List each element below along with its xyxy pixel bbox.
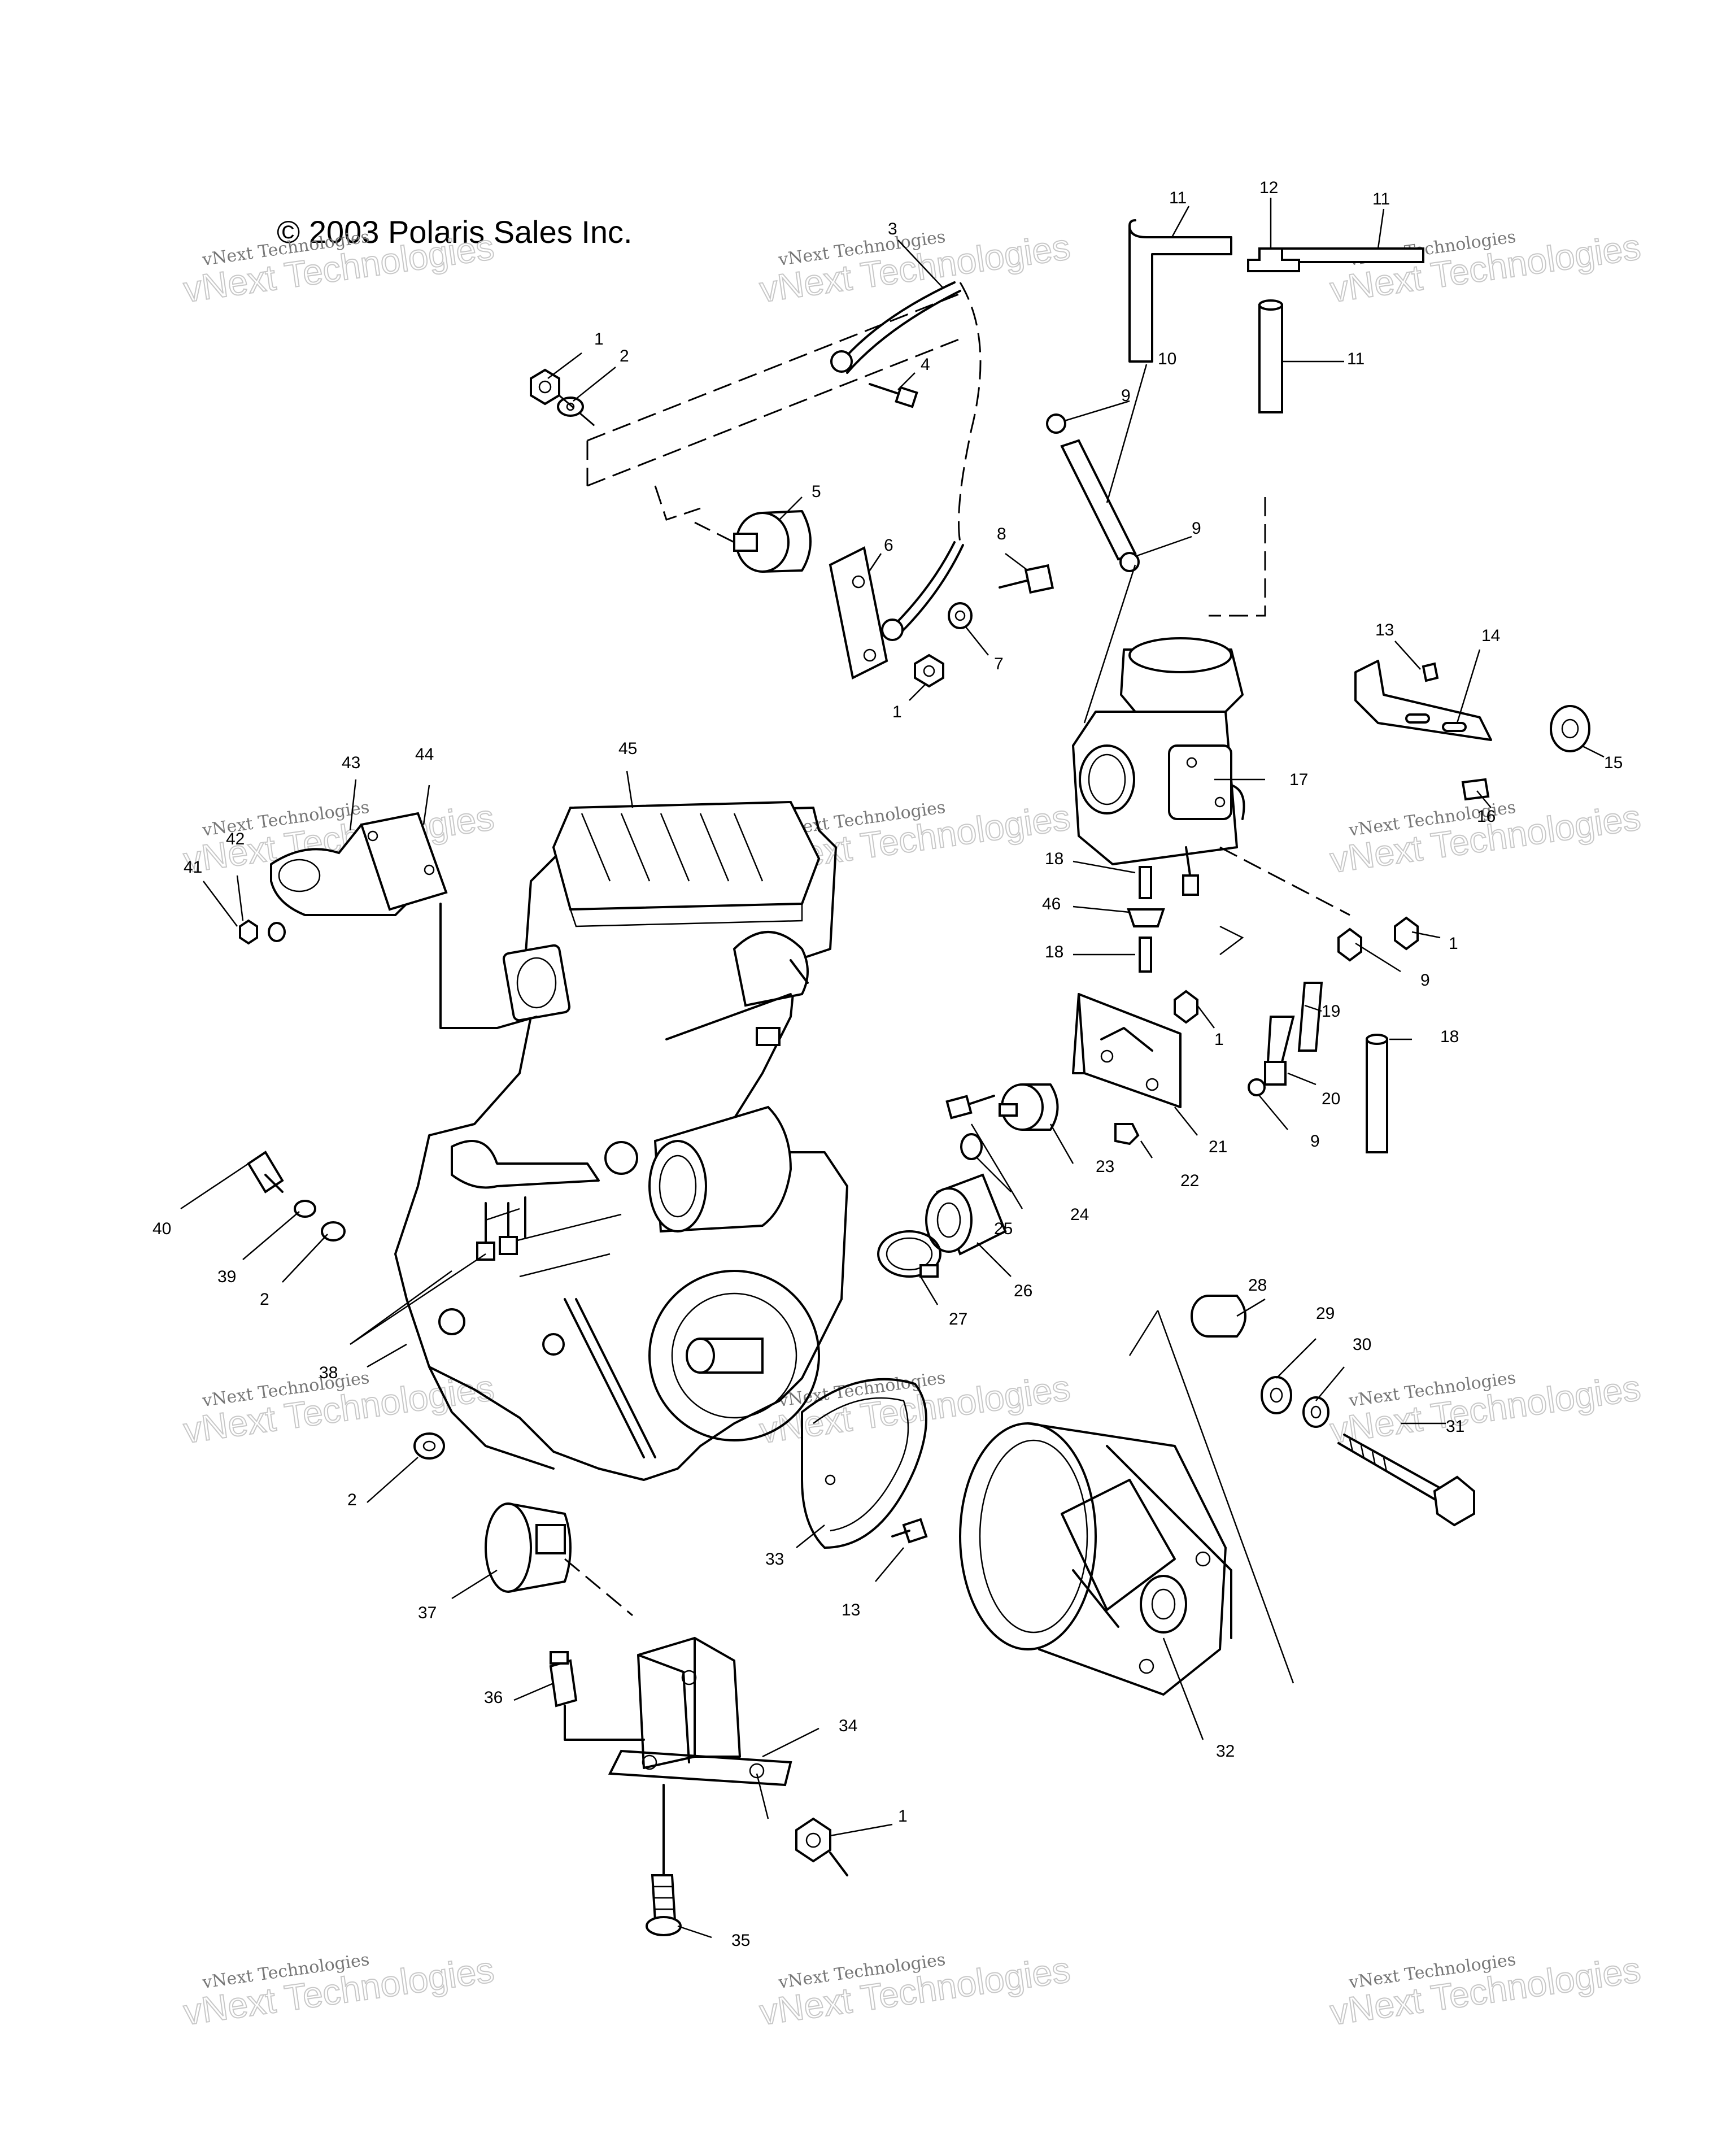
callout-1: 1 xyxy=(892,703,902,721)
watermarks: vNext Technologies vNext Technologies vN… xyxy=(181,225,1644,2033)
carburetor xyxy=(1072,637,1350,916)
callout-45: 45 xyxy=(618,739,637,758)
callout-41: 41 xyxy=(184,858,202,877)
nut-washer-top xyxy=(530,368,599,430)
callout-22: 22 xyxy=(1180,1171,1199,1190)
callout-44: 44 xyxy=(415,745,434,764)
callout-1: 1 xyxy=(594,330,604,349)
bolt-4 xyxy=(869,383,918,408)
drive-clutch xyxy=(959,1310,1294,1696)
leader-lines xyxy=(180,198,1605,1939)
callout-2: 2 xyxy=(260,1290,269,1309)
callout-35: 35 xyxy=(731,1931,750,1950)
studs-and-bolts xyxy=(247,1151,526,1261)
bolt-washer-nut xyxy=(914,564,1054,688)
callout-11: 11 xyxy=(1347,350,1365,368)
callout-36: 36 xyxy=(484,1688,503,1707)
callout-9: 9 xyxy=(1192,519,1201,538)
callout-3: 3 xyxy=(888,220,897,238)
callout-21: 21 xyxy=(1209,1138,1227,1156)
callout-42: 42 xyxy=(226,830,245,848)
watermark: vNext Technologies vNext Technologies xyxy=(757,225,1073,310)
callout-15: 15 xyxy=(1604,753,1623,772)
mount-pins xyxy=(1127,866,1165,973)
watermark: vNext Technologies vNext Technologies xyxy=(757,1948,1073,2033)
callout-37: 37 xyxy=(418,1604,437,1622)
callout-1: 1 xyxy=(898,1807,908,1826)
clutch-bolt-set xyxy=(1191,1295,1475,1527)
callout-20: 20 xyxy=(1322,1090,1340,1108)
callout-27: 27 xyxy=(949,1310,967,1329)
callout-5: 5 xyxy=(812,482,821,501)
callout-1: 1 xyxy=(1214,1030,1224,1049)
callout-25: 25 xyxy=(994,1219,1013,1238)
callout-9: 9 xyxy=(1310,1132,1320,1151)
intake-elbow xyxy=(239,812,538,1029)
fuel-hose-10 xyxy=(1046,413,1266,617)
watermark: vNext Technologies vNext Technologies xyxy=(1327,1948,1644,2033)
callout-43: 43 xyxy=(342,753,360,772)
bracket-14 xyxy=(1354,660,1590,801)
callout-18: 18 xyxy=(1045,850,1063,868)
callout-40: 40 xyxy=(152,1219,171,1238)
callout-33: 33 xyxy=(765,1550,784,1569)
callout-6: 6 xyxy=(884,536,893,555)
callout-16: 16 xyxy=(1477,807,1496,826)
callout-31: 31 xyxy=(1446,1417,1464,1436)
callout-2: 2 xyxy=(620,347,629,365)
callout-23: 23 xyxy=(1096,1157,1114,1176)
callout-29: 29 xyxy=(1316,1304,1335,1323)
carb-bracket xyxy=(945,990,1198,1160)
callout-11: 11 xyxy=(1372,190,1390,208)
callout-18: 18 xyxy=(1045,943,1063,961)
callout-12: 12 xyxy=(1259,178,1278,197)
callout-10: 10 xyxy=(1158,350,1176,368)
callout-11: 11 xyxy=(1169,189,1187,207)
callout-34: 34 xyxy=(839,1717,857,1735)
callout-17: 17 xyxy=(1289,770,1308,789)
intake-adapter xyxy=(877,1173,1007,1278)
callout-1: 1 xyxy=(1449,934,1458,953)
callout-4: 4 xyxy=(921,355,930,374)
callout-2: 2 xyxy=(347,1491,357,1509)
callout-13: 13 xyxy=(1375,621,1394,639)
rubber-mount-5 xyxy=(694,510,812,573)
callout-13: 13 xyxy=(842,1601,860,1619)
callout-9: 9 xyxy=(1121,386,1131,405)
callout-39: 39 xyxy=(217,1268,236,1286)
rubber-mount-37 xyxy=(413,1432,633,1617)
callout-9: 9 xyxy=(1420,971,1430,990)
watermark: vNext Technologies vNext Technologies xyxy=(181,1948,497,2033)
carb-hose-set xyxy=(1219,916,1419,1153)
engine-block xyxy=(394,800,848,1481)
callout-30: 30 xyxy=(1353,1335,1371,1354)
callout-19: 19 xyxy=(1322,1002,1340,1021)
vent-hoses xyxy=(1128,219,1424,413)
callout-38: 38 xyxy=(319,1364,338,1382)
engine-mount-bracket xyxy=(549,1637,848,1936)
callout-46: 46 xyxy=(1042,895,1061,913)
callout-8: 8 xyxy=(997,525,1006,543)
watermark: vNext Technologies vNext Technologies xyxy=(1327,1366,1644,1451)
callout-14: 14 xyxy=(1481,626,1500,645)
callout-24: 24 xyxy=(1070,1205,1089,1224)
callout-26: 26 xyxy=(1014,1282,1032,1300)
bracket-6 xyxy=(829,546,888,680)
ground-cable xyxy=(830,281,982,641)
callout-32: 32 xyxy=(1216,1742,1235,1761)
frame-rail xyxy=(586,293,961,521)
callout-labels: 1 2 3 4 5 6 8 7 1 11 12 11 11 9 10 9 13 … xyxy=(152,178,1623,1950)
callout-18: 18 xyxy=(1440,1027,1459,1046)
copyright-notice: © 2003 Polaris Sales Inc. xyxy=(277,214,633,250)
callout-28: 28 xyxy=(1248,1276,1267,1295)
callout-7: 7 xyxy=(994,655,1004,673)
